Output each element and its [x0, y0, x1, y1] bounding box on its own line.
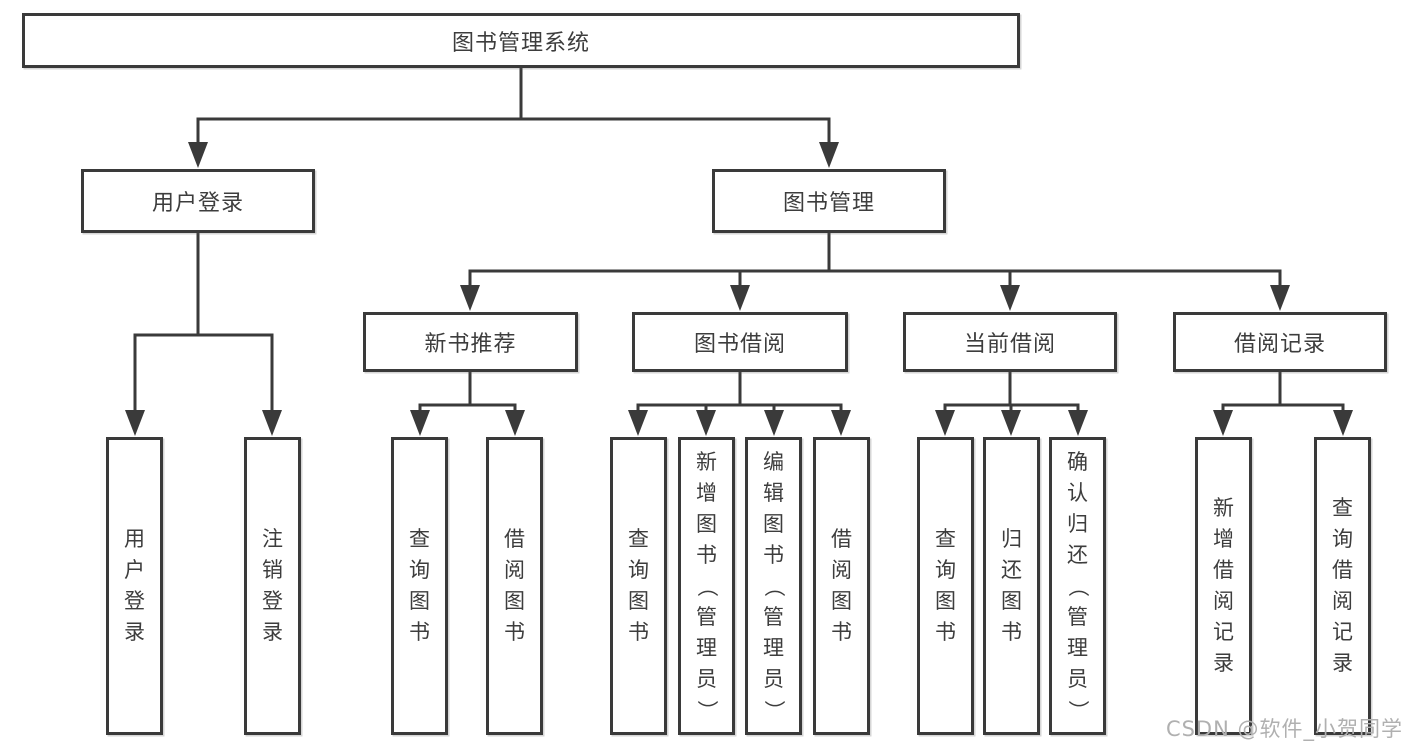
leaf-query-books-current: 查询图书 — [917, 437, 974, 735]
watermark: CSDN @软件_小贺同学 — [1165, 717, 1403, 741]
node-new-book-recommend: 新书推荐 — [363, 312, 578, 372]
leaf-borrow-books-recommend: 借阅图书 — [486, 437, 543, 735]
leaf-query-books-recommend: 查询图书 — [391, 437, 448, 735]
leaf-add-book-admin: 新增图书（管理员） — [678, 437, 735, 735]
leaf-logout: 注销登录 — [244, 437, 301, 735]
leaf-add-borrow-record: 新增借阅记录 — [1195, 437, 1252, 735]
node-current-borrow: 当前借阅 — [903, 312, 1117, 372]
node-library-system: 图书管理系统 — [22, 13, 1020, 68]
node-book-borrow: 图书借阅 — [632, 312, 848, 372]
leaf-return-book: 归还图书 — [983, 437, 1040, 735]
leaf-confirm-return-admin: 确认归还（管理员） — [1049, 437, 1106, 735]
leaf-user-login: 用户登录 — [106, 437, 163, 735]
leaf-query-books-borrow: 查询图书 — [610, 437, 667, 735]
leaf-query-borrow-record: 查询借阅记录 — [1314, 437, 1371, 735]
node-user-login: 用户登录 — [81, 169, 315, 233]
leaf-edit-book-admin: 编辑图书（管理员） — [745, 437, 802, 735]
node-borrow-records: 借阅记录 — [1173, 312, 1387, 372]
node-book-management: 图书管理 — [712, 169, 946, 233]
leaf-borrow-books: 借阅图书 — [813, 437, 870, 735]
